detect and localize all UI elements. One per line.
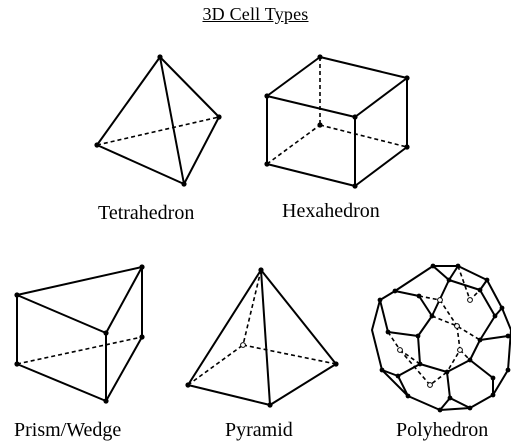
polyhedron-label: Polyhedron <box>396 419 489 441</box>
polyhedron-figure <box>371 263 511 413</box>
diagram-title: 3D Cell Types <box>202 4 309 24</box>
tetrahedron-label: Tetrahedron <box>98 202 195 224</box>
prism-wedge-label: Prism/Wedge <box>14 419 122 441</box>
hexahedron-label: Hexahedron <box>282 200 380 222</box>
prism-wedge-figure <box>14 264 145 404</box>
pyramid-figure <box>185 267 339 408</box>
tetrahedron-figure <box>94 54 222 187</box>
pyramid-label: Pyramid <box>225 419 293 441</box>
hexahedron-figure <box>264 54 410 189</box>
